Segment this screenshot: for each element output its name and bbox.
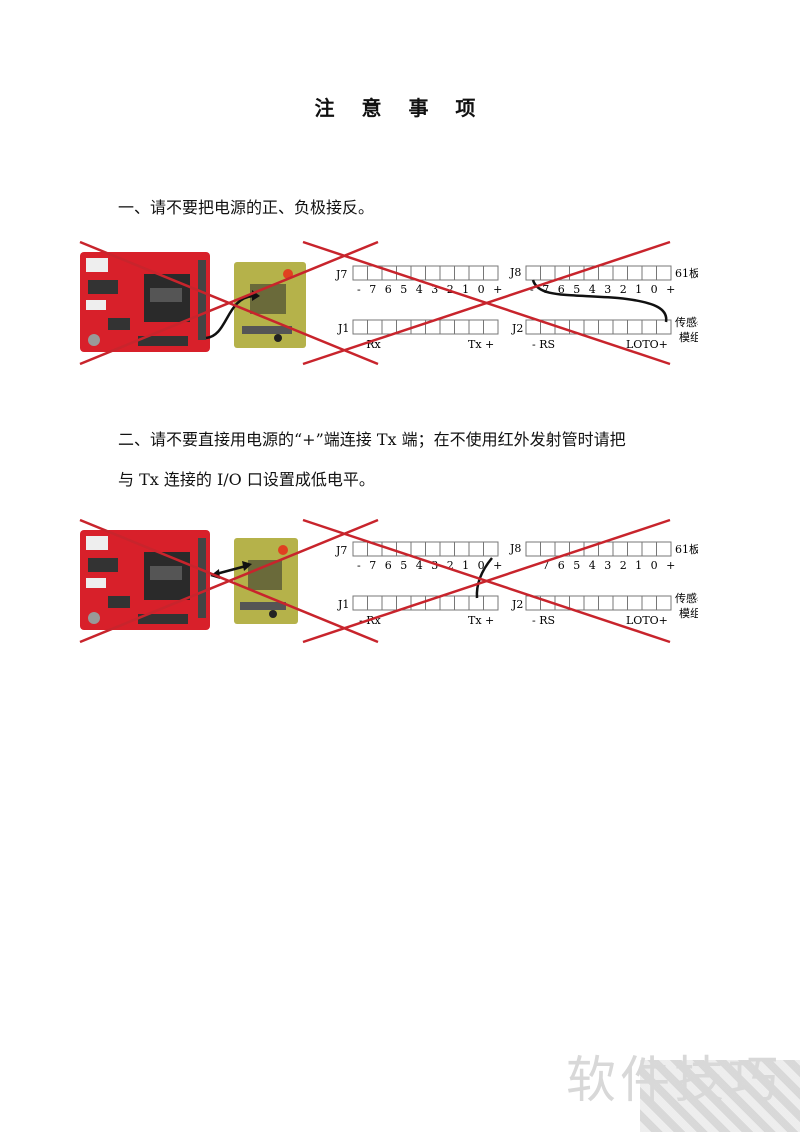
j1-tx-label: Tx + <box>468 614 494 627</box>
board-61-label: 61板 <box>675 266 698 280</box>
wrong-wire-polarity <box>531 279 668 323</box>
board-61-label: 61板 <box>675 542 698 556</box>
j7-label: J7 <box>335 544 347 557</box>
j1-label: J1 <box>337 598 349 611</box>
jumper-wire <box>205 294 254 340</box>
j2-pin-row <box>525 595 672 611</box>
j7-pin-row <box>352 265 499 281</box>
note-2-line-2: 与 Tx 连接的 I/O 口设置成低电平。 <box>118 470 375 489</box>
sensor-label-line2: 模组 <box>679 606 698 620</box>
note-1: 一、请不要把电源的正、负极接反。 <box>118 198 375 217</box>
j7-pin-labels: - 7 6 5 4 3 2 1 0 + <box>357 283 505 296</box>
j7-pin-labels: - 7 6 5 4 3 2 1 0 + <box>357 559 505 572</box>
watermark-text: 软件技巧 <box>566 1051 782 1109</box>
j1-tx-label: Tx + <box>468 338 494 351</box>
note-2-line-1: 二、请不要直接用电源的“+”端连接 Tx 端；在不使用红外发射管时请把 <box>118 430 626 449</box>
j2-label: J2 <box>511 322 523 335</box>
j1-label: J1 <box>337 322 349 335</box>
j2-loto-label: LOTO+ <box>626 614 668 627</box>
j2-rs-label: - RS <box>532 614 555 627</box>
j2-loto-label: LOTO+ <box>626 338 668 351</box>
j1-pin-row <box>352 595 499 611</box>
sensor-module-photo <box>234 538 298 624</box>
board-61-photo <box>80 252 210 352</box>
j7-pin-row <box>352 541 499 557</box>
sensor-label-line1: 传感器 <box>675 316 698 329</box>
j2-rs-label: - RS <box>532 338 555 351</box>
cross-mark-icon <box>79 518 671 644</box>
j8-pin-labels: - 7 6 5 4 3 2 1 0 + <box>530 283 678 296</box>
watermark-pattern <box>640 1060 800 1132</box>
j1-rx-label: - Rx <box>359 338 381 351</box>
board-61-photo <box>80 530 210 630</box>
sensor-label-line1: 传感器 <box>675 592 698 605</box>
wiring-diagram-2: J7 - 7 6 5 4 3 2 1 0 + J1 - Rx Tx + J8 -… <box>79 518 698 644</box>
j8-pin-labels: - 7 6 5 4 3 2 1 0 + <box>530 559 678 572</box>
j8-label: J8 <box>509 266 521 279</box>
wiring-diagram-1: J7 - 7 6 5 4 3 2 1 0 + J1 - Rx Tx + J8 -… <box>79 240 698 366</box>
j8-pin-row <box>525 265 672 281</box>
j2-label: J2 <box>511 598 523 611</box>
page-title: 注 意 事 项 <box>314 96 486 120</box>
j7-label: J7 <box>335 268 347 281</box>
wrong-wire-tx <box>475 557 493 599</box>
j8-label: J8 <box>509 542 521 555</box>
cross-mark-icon <box>79 240 671 366</box>
sensor-label-line2: 模组 <box>679 330 698 344</box>
